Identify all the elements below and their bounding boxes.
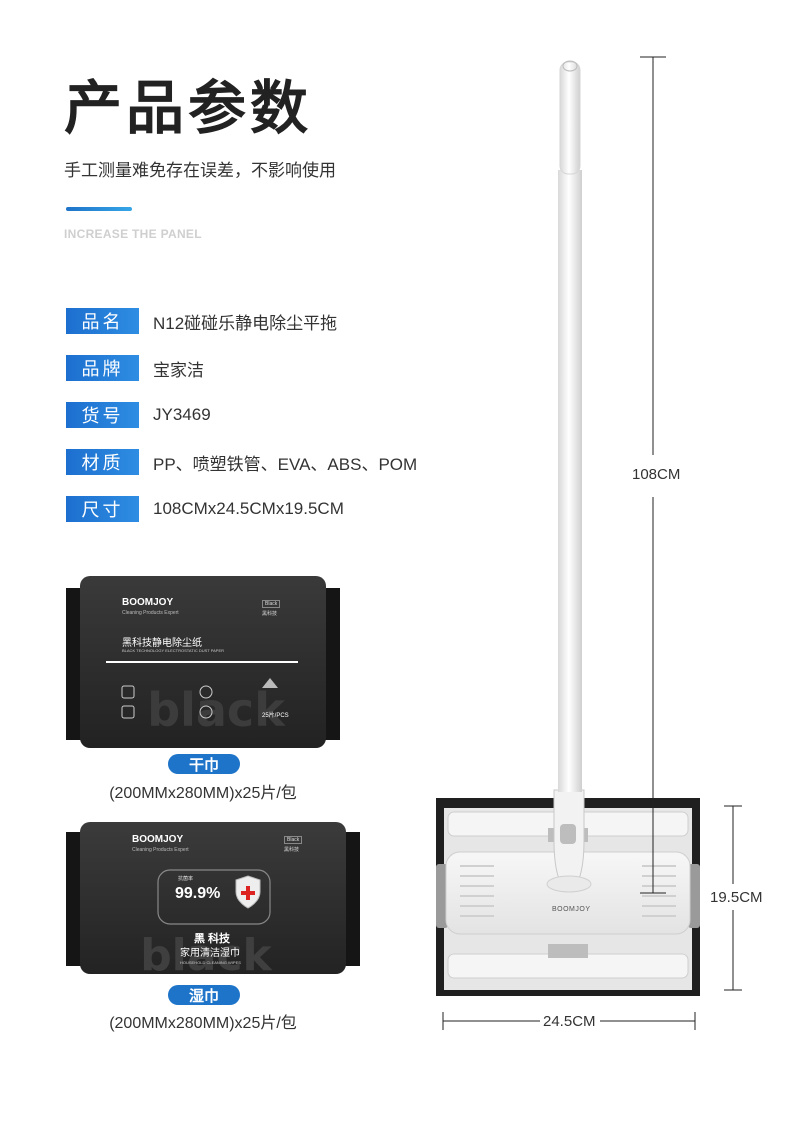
page-subtitle: 手工测量难免存在误差，不影响使用: [64, 161, 336, 180]
spec-value: JY3469: [153, 405, 211, 424]
watermark-text: black: [140, 930, 273, 974]
pack-tag: Black: [262, 600, 281, 608]
english-subtitle: INCREASE THE PANEL: [64, 227, 202, 241]
pack-product-name: 黑 科技: [194, 933, 231, 945]
badge-label: 抗菌率: [178, 876, 194, 882]
spec-row-sku: 货号 JY3469: [66, 402, 211, 428]
pack-tag-sub: 黑科技: [284, 847, 300, 853]
pack-tag-sub: 黑科技: [262, 611, 278, 617]
spec-label: 品牌: [66, 355, 139, 381]
antibacterial-badge: 99.9%: [175, 885, 221, 902]
dry-wipes-pack-illustration: black: [66, 576, 340, 748]
dry-wipes-caption: (200MMx280MM)x25片/包: [109, 785, 297, 802]
pack-product-name-en: BLACK TECHNOLOGY ELECTROSTATIC DUST PAPE…: [122, 648, 225, 653]
spec-value: 108CMx24.5CMx19.5CM: [153, 499, 344, 518]
width-dimension: 24.5CM: [543, 1013, 596, 1030]
pack-tag: Black: [284, 836, 303, 844]
pack-brand-sub: Cleaning Products Expert: [132, 847, 189, 853]
wet-wipes-pill: 湿巾: [168, 985, 240, 1005]
wet-wipes-pack: black BOOMJOY Cleaning Products Expert B…: [66, 822, 360, 981]
height-dimension: 108CM: [632, 466, 681, 483]
wet-wipes-caption: (200MMx280MM)x25片/包: [109, 1015, 297, 1032]
accent-divider: [66, 207, 132, 211]
spec-value: N12碰碰乐静电除尘平拖: [153, 313, 338, 333]
spec-row-material: 材质 PP、喷塑铁管、EVA、ABS、POM: [66, 449, 417, 475]
pack-brand: BOOMJOY: [132, 834, 184, 845]
mop-head-brand: BOOMJOY: [552, 906, 591, 913]
pack-count: 25片/PCS: [262, 713, 289, 719]
dry-wipes-pill: 干巾: [168, 754, 240, 774]
spec-value: 宝家洁: [153, 360, 204, 380]
mop-pole: [558, 170, 582, 792]
watermark-text: black: [147, 683, 286, 737]
depth-dimension: 19.5CM: [710, 889, 763, 906]
pack-brand-sub: Cleaning Products Expert: [122, 610, 179, 616]
wet-wipes-pack-illustration: black: [66, 822, 360, 981]
pack-product-name-en: HOUSEHOLD CLEANING WIPES: [180, 960, 241, 965]
spec-label: 材质: [66, 449, 139, 475]
spec-row-size: 尺寸 108CMx24.5CMx19.5CM: [66, 496, 344, 522]
page-title: 产品参数: [64, 76, 313, 141]
pack-product-name: 黑科技静电除尘纸: [122, 638, 202, 649]
spec-label: 货号: [66, 402, 139, 428]
spec-label: 品名: [66, 308, 139, 334]
spec-row-name: 品名 N12碰碰乐静电除尘平拖: [66, 308, 337, 334]
pack-brand: BOOMJOY: [122, 597, 174, 608]
spec-value: PP、喷塑铁管、EVA、ABS、POM: [153, 454, 418, 474]
spec-label: 尺寸: [66, 496, 139, 522]
pack-product-name-2: 家用清洁湿巾: [180, 948, 240, 959]
spec-row-brand: 品牌 宝家洁: [66, 355, 204, 381]
dry-wipes-pack: black BOOMJOY Cleaning Products Expert B…: [66, 576, 340, 748]
